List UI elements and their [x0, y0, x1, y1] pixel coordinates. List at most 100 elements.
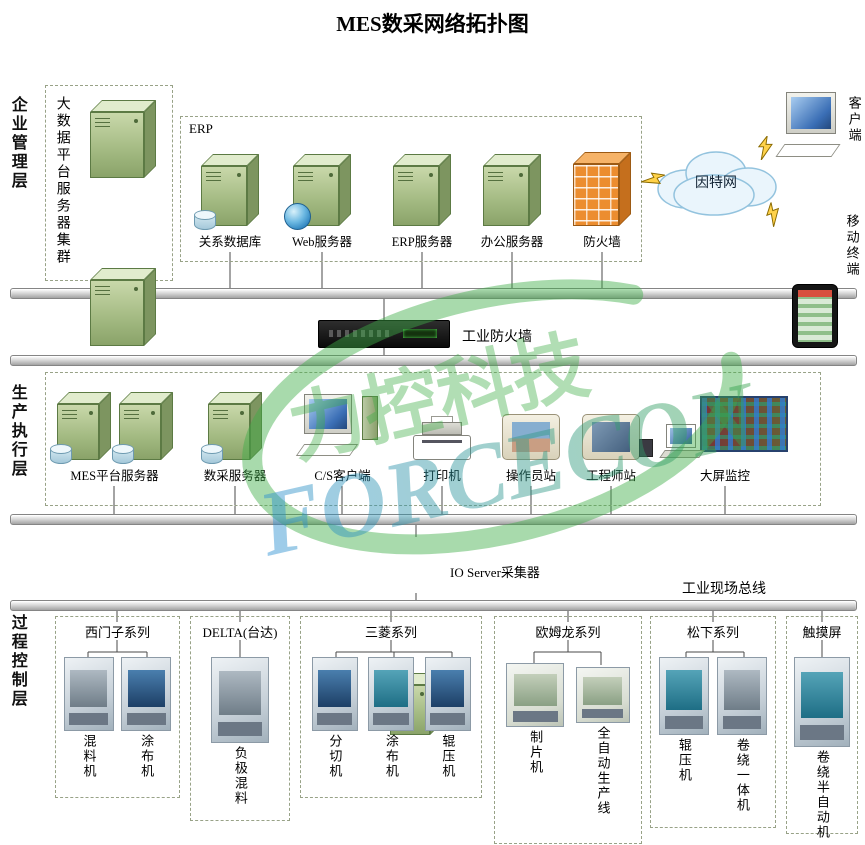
machine-photo — [575, 667, 630, 723]
server-db-icon — [111, 392, 173, 464]
engineer-station-icon — [582, 414, 653, 460]
process-group-delta: DELTA(台达) 负极混料 — [190, 616, 290, 821]
node-label: 数采服务器 — [203, 469, 267, 483]
machine-item: 负极混料 — [211, 657, 269, 806]
node-label: 工程师站 — [585, 469, 636, 483]
server-icon — [90, 100, 156, 178]
machine-photo — [368, 657, 414, 731]
lightning-icon — [758, 136, 773, 160]
node-label: 大屏监控 — [699, 469, 750, 483]
process-group-mitsubishi: 三菱系列 分切机 涂布机 辊压机 — [300, 616, 482, 798]
diagram-title: MES数采网络拓扑图 — [336, 12, 529, 36]
node-big-screen: 大屏监控 — [659, 388, 790, 484]
fieldbus-label: 工业现场总线 — [682, 582, 766, 597]
client-label: 客户端 — [846, 96, 862, 144]
internet-label: 因特网 — [695, 176, 737, 191]
mobile-label: 移动终端 — [844, 214, 860, 278]
machine-label: 辊压机 — [676, 738, 692, 783]
machine-label: 制片机 — [528, 730, 544, 775]
globe-icon — [284, 203, 311, 230]
machine-item: 混料机 — [63, 657, 114, 779]
bigdata-cluster-box: 大数据平台服务器集群 — [45, 85, 173, 346]
node-label: ERP服务器 — [391, 235, 453, 249]
machine-photo — [121, 657, 172, 731]
server-globe-icon — [284, 154, 351, 230]
layer-label-process: 过程控制层 — [8, 614, 26, 709]
node-mes-servers: MES平台服务器 — [49, 388, 177, 484]
machine-label: 分切机 — [327, 734, 343, 779]
machine-photo — [794, 657, 850, 747]
process-group-label: DELTA(台达) — [202, 625, 278, 640]
server-db-icon — [194, 154, 259, 230]
machine-photo — [506, 663, 565, 727]
process-group-label: 触摸屏 — [802, 625, 842, 640]
machine-label: 全自动生产线 — [595, 726, 611, 816]
process-group-label: 欧姆龙系列 — [535, 625, 601, 640]
process-group-touchscreen: 触摸屏 卷绕半自动机 — [786, 616, 858, 840]
node-label: 操作员站 — [505, 469, 556, 483]
process-group-label: 松下系列 — [686, 625, 739, 640]
server-icon — [483, 154, 541, 226]
machine-label: 涂布机 — [139, 734, 155, 779]
machine-item: 辊压机 — [659, 657, 709, 783]
node-cs-client: C/S客户端 — [295, 388, 390, 484]
server-icon — [393, 154, 451, 226]
node-office-server: 办公服务器 — [467, 138, 557, 250]
machine-photo — [63, 657, 114, 731]
node-firewall: 防火墙 — [557, 138, 647, 250]
node-operator-station: 操作员站 — [495, 388, 567, 484]
server-db-icon — [49, 392, 111, 464]
machine-item: 制片机 — [506, 663, 565, 775]
node-label: C/S客户端 — [314, 469, 371, 483]
machine-item: 卷绕半自动机 — [794, 657, 850, 840]
server-icon — [90, 268, 156, 346]
io-server-label: IO Server采集器 — [450, 565, 540, 580]
desktop-pc-icon — [295, 394, 386, 460]
machine-photo — [424, 657, 471, 731]
network-bus-4 — [10, 600, 857, 611]
node-web-server: Web服务器 — [277, 138, 367, 250]
machine-label: 辊压机 — [440, 734, 456, 779]
node-label: MES平台服务器 — [70, 469, 159, 483]
node-erp-server: ERP服务器 — [377, 138, 467, 250]
machine-label: 负极混料 — [232, 746, 248, 806]
industrial-firewall-label: 工业防火墙 — [462, 330, 532, 345]
layer-label-execution: 生产执行层 — [8, 384, 26, 479]
internet-cloud-icon — [657, 151, 777, 216]
mobile-tablet-icon — [792, 284, 838, 348]
machine-item: 涂布机 — [368, 657, 414, 779]
process-group-panasonic: 松下系列 辊压机 卷绕一体机 — [650, 616, 776, 828]
node-relational-db: 关系数据库 — [185, 138, 275, 250]
machine-label: 卷绕半自动机 — [814, 750, 830, 840]
machine-item: 卷绕一体机 — [717, 657, 767, 813]
layer-label-enterprise: 企业管理层 — [8, 96, 26, 191]
node-label: 关系数据库 — [198, 235, 262, 249]
process-group-siemens: 西门子系列 混料机 涂布机 — [55, 616, 180, 798]
machine-item: 分切机 — [311, 657, 358, 779]
machine-photo — [311, 657, 358, 731]
machine-item: 全自动生产线 — [575, 667, 630, 816]
firewall-brick-icon — [573, 152, 631, 226]
machine-photo — [659, 657, 709, 735]
node-daq-server: 数采服务器 — [195, 388, 275, 484]
machine-label: 卷绕一体机 — [734, 738, 750, 813]
network-bus-3 — [10, 514, 857, 525]
printer-icon — [413, 416, 471, 460]
process-group-label: 三菱系列 — [364, 625, 417, 640]
process-group-omron: 欧姆龙系列 制片机 全自动生产线 — [494, 616, 642, 844]
industrial-firewall-device — [318, 320, 450, 348]
big-screen-icon — [659, 396, 788, 460]
node-label: 打印机 — [423, 469, 461, 483]
node-label: 办公服务器 — [480, 235, 544, 249]
client-pc-icon — [775, 92, 844, 164]
lightning-icon — [766, 200, 780, 228]
bigdata-cluster-label: 大数据平台服务器集群 — [54, 96, 70, 266]
node-label: Web服务器 — [291, 235, 353, 249]
machine-photo — [211, 657, 269, 743]
server-db-icon — [201, 392, 262, 464]
machine-label: 混料机 — [81, 734, 97, 779]
node-printer: 打印机 — [405, 388, 479, 484]
machine-photo — [717, 657, 767, 735]
node-engineer-station: 工程师站 — [575, 388, 653, 484]
